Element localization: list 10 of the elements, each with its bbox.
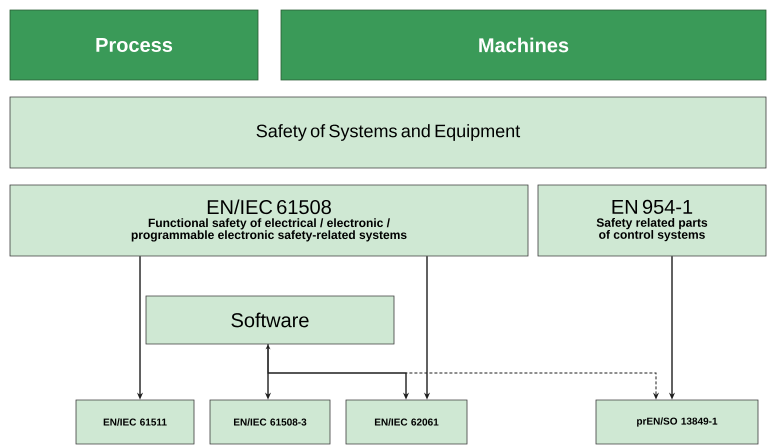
heading-box: Process (10, 10, 258, 80)
standard-box: EN/IEC 62061 (346, 400, 468, 444)
heading-box: Machines (280, 10, 766, 80)
standard-box: EN 954-1 Safety related parts of control systems (538, 184, 766, 256)
software-box: Software (146, 296, 394, 344)
category-band: Safety of Systems and Equipment (10, 96, 766, 168)
standard-box: EN/IEC 61508-3 (210, 400, 330, 444)
standard-box: EN/IEC 61508 Functional safety of electrical / electronic / programmable electronic safety-related systems (10, 184, 528, 256)
standard-box: EN/IEC 61511 (76, 400, 194, 444)
standard-box: prEN/SO 13849-1 (596, 400, 758, 444)
